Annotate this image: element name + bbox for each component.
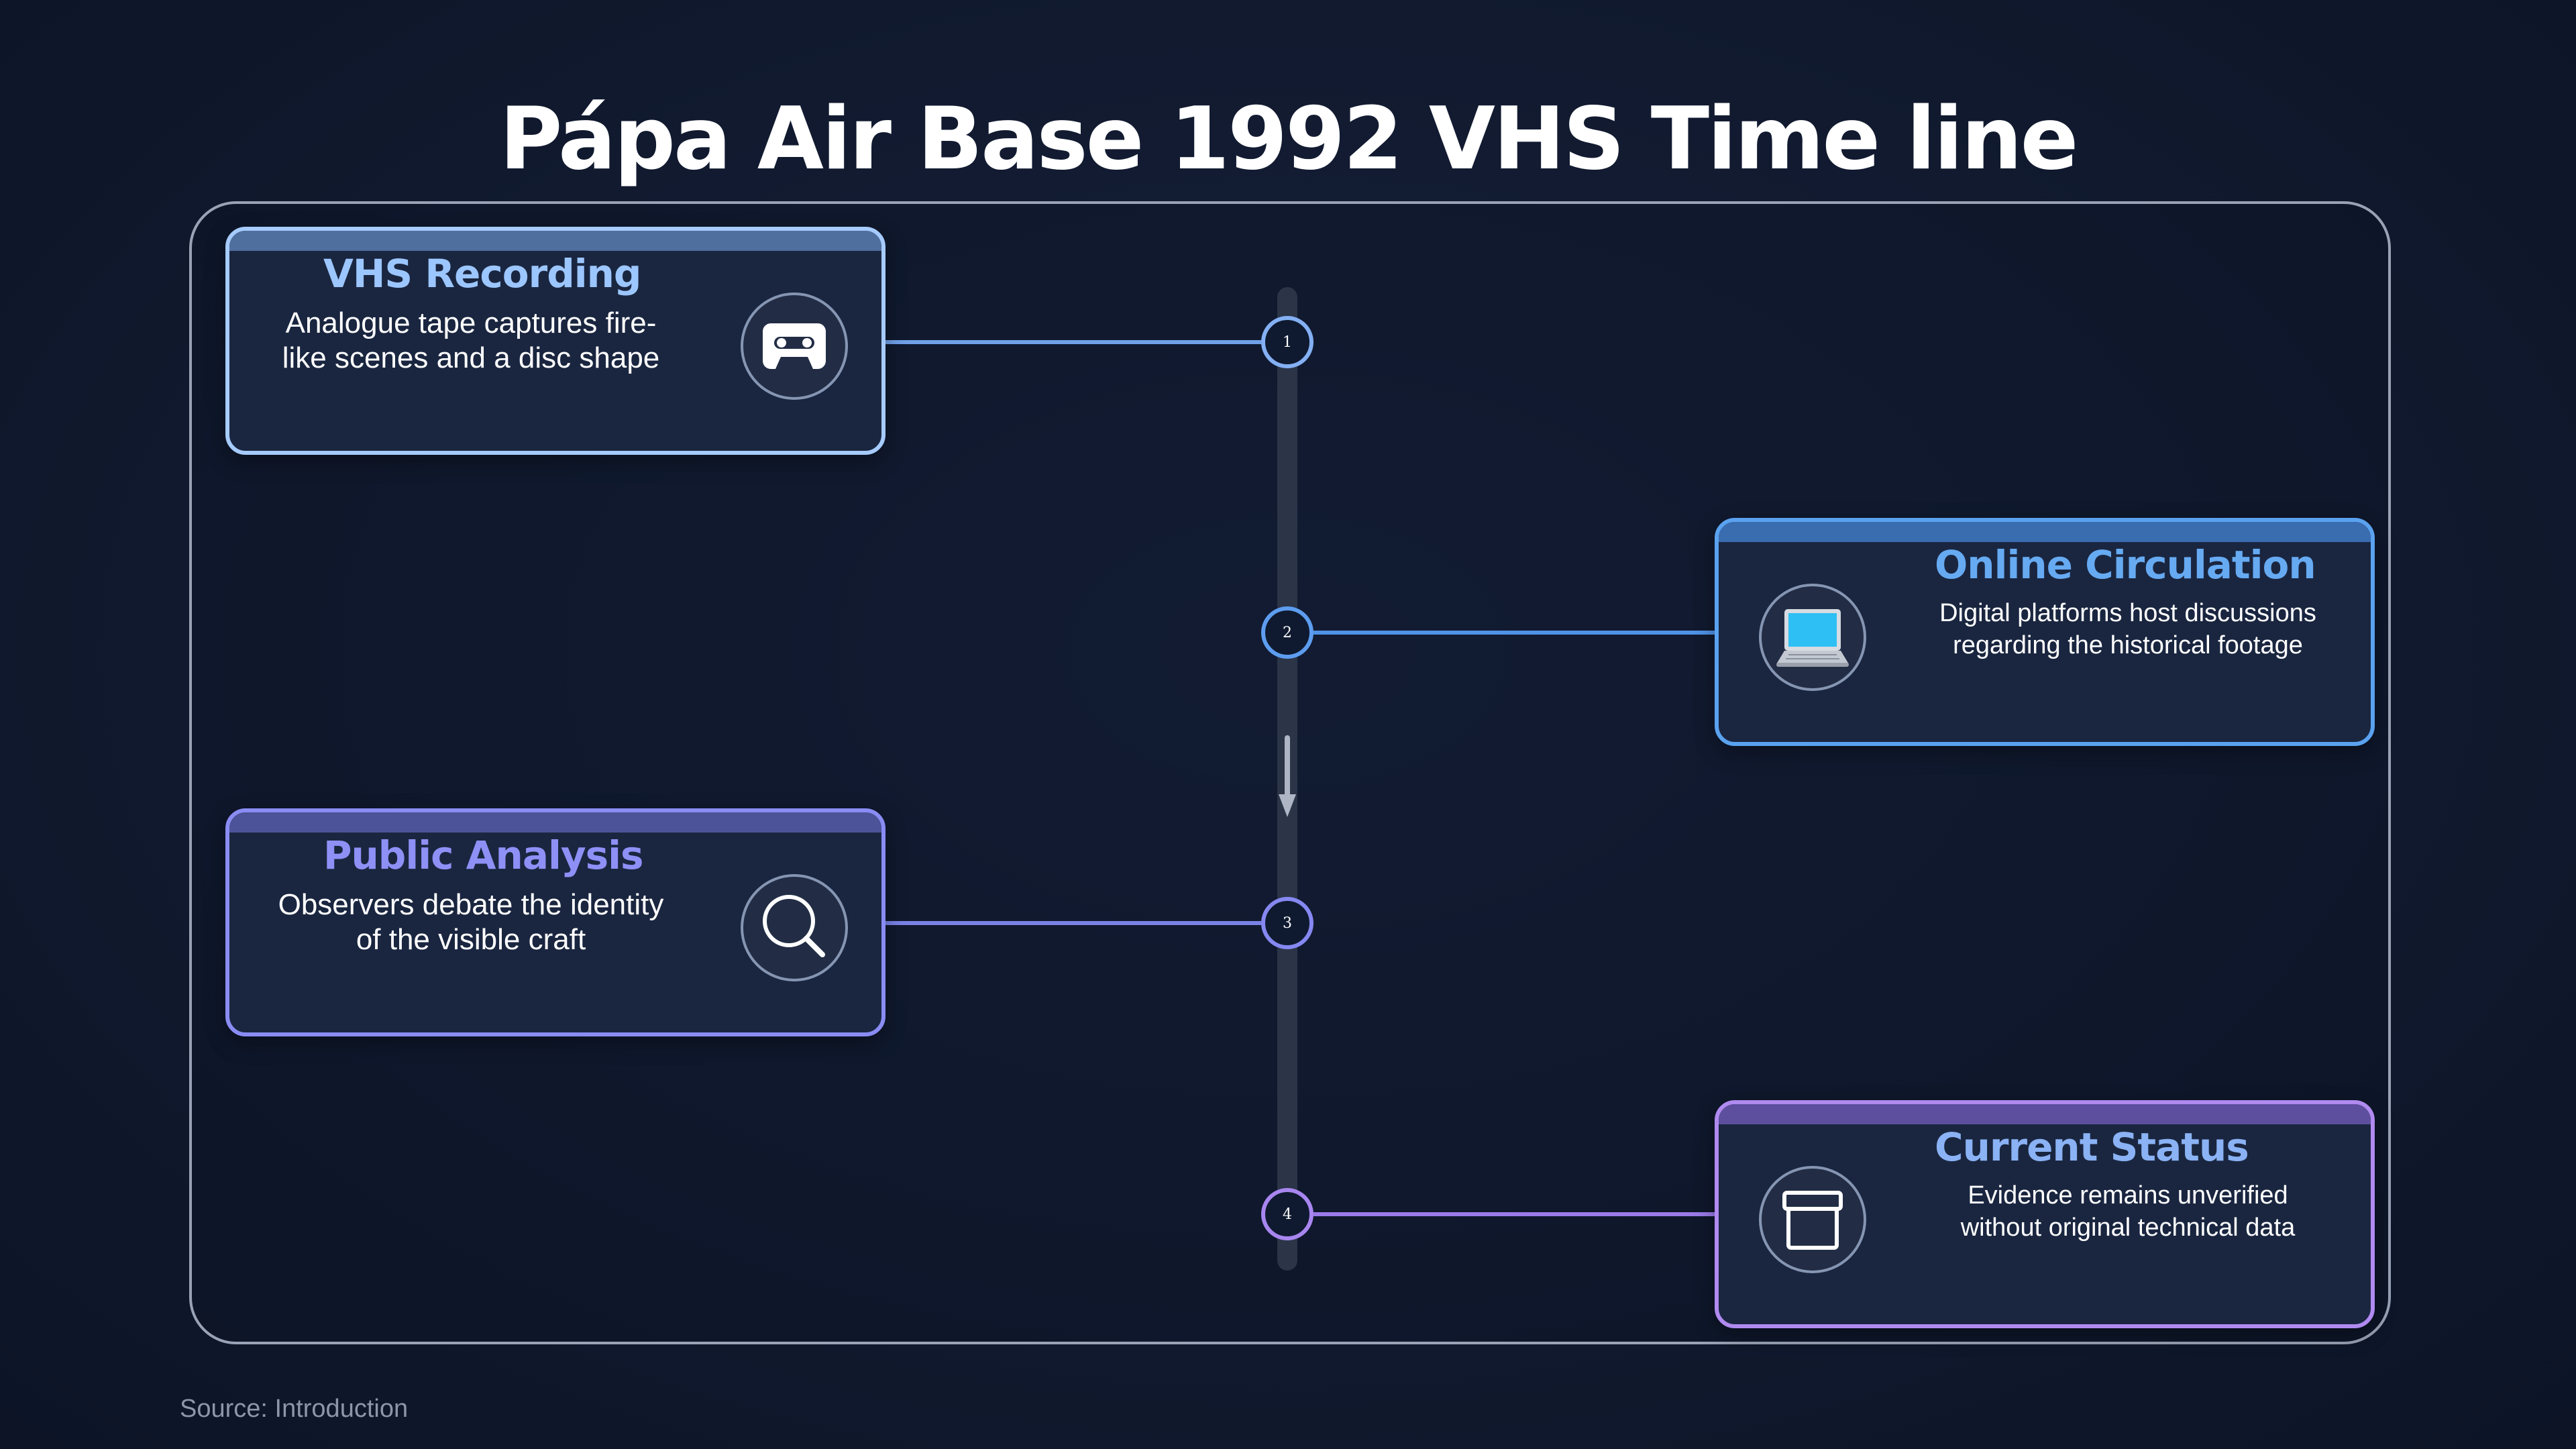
card-header-bar bbox=[229, 812, 881, 833]
card-description-line: like scenes and a disc shape bbox=[282, 341, 660, 374]
archive-box-icon bbox=[1759, 1166, 1866, 1273]
laptop-icon bbox=[1759, 584, 1866, 691]
card-description-line: Digital platforms host discussions bbox=[1939, 599, 2316, 627]
card-description: Evidence remains unverified without orig… bbox=[1920, 1179, 2336, 1244]
node-number: 2 bbox=[1283, 624, 1292, 641]
card-description-line: Observers debate the identity bbox=[278, 888, 664, 921]
source-note: Source: Introduction bbox=[180, 1395, 409, 1423]
card-header-bar bbox=[1719, 522, 2371, 542]
card-header-bar bbox=[229, 231, 881, 251]
node-number: 1 bbox=[1283, 333, 1292, 351]
node-number: 3 bbox=[1283, 914, 1292, 932]
node-number: 4 bbox=[1283, 1205, 1292, 1223]
card-description-line: without original technical data bbox=[1960, 1214, 2296, 1242]
cassette-icon bbox=[741, 292, 848, 400]
card-title: VHS Recording bbox=[323, 251, 641, 297]
step-card-public-analysis: Public Analysis Observers debate the ide… bbox=[225, 808, 885, 1036]
card-header-bar bbox=[1719, 1104, 2371, 1124]
card-description: Analogue tape captures fire- like scenes… bbox=[270, 306, 672, 376]
timeline-node-4: 4 bbox=[1261, 1188, 1313, 1240]
card-title: Online Circulation bbox=[1935, 542, 2316, 588]
card-title: Public Analysis bbox=[323, 833, 644, 878]
card-description: Observers debate the identity of the vis… bbox=[270, 888, 672, 957]
page-title: Pápa Air Base 1992 VHS Time line bbox=[499, 89, 2079, 189]
step-card-online-circulation: Online Circulation Digital platforms hos… bbox=[1715, 518, 2375, 746]
connector-2 bbox=[1313, 631, 1717, 635]
card-title: Current Status bbox=[1935, 1124, 2249, 1170]
timeline-node-1: 1 bbox=[1261, 316, 1313, 368]
connector-3 bbox=[885, 921, 1261, 925]
step-card-current-status: Current Status Evidence remains unverifi… bbox=[1715, 1100, 2375, 1328]
timeline-node-3: 3 bbox=[1261, 897, 1313, 949]
step-card-vhs-recording: VHS Recording Analogue tape captures fir… bbox=[225, 227, 885, 455]
down-arrow-icon bbox=[1279, 735, 1296, 817]
magnifier-icon bbox=[741, 874, 848, 981]
card-description-line: Analogue tape captures fire- bbox=[285, 307, 657, 339]
card-description-line: regarding the historical footage bbox=[1953, 631, 2303, 659]
card-description-line: Evidence remains unverified bbox=[1968, 1181, 2288, 1210]
timeline-node-2: 2 bbox=[1261, 606, 1313, 659]
card-description: Digital platforms host discussions regar… bbox=[1920, 597, 2336, 661]
card-description-line: of the visible craft bbox=[356, 923, 586, 956]
connector-1 bbox=[885, 340, 1261, 344]
connector-4 bbox=[1313, 1212, 1717, 1216]
